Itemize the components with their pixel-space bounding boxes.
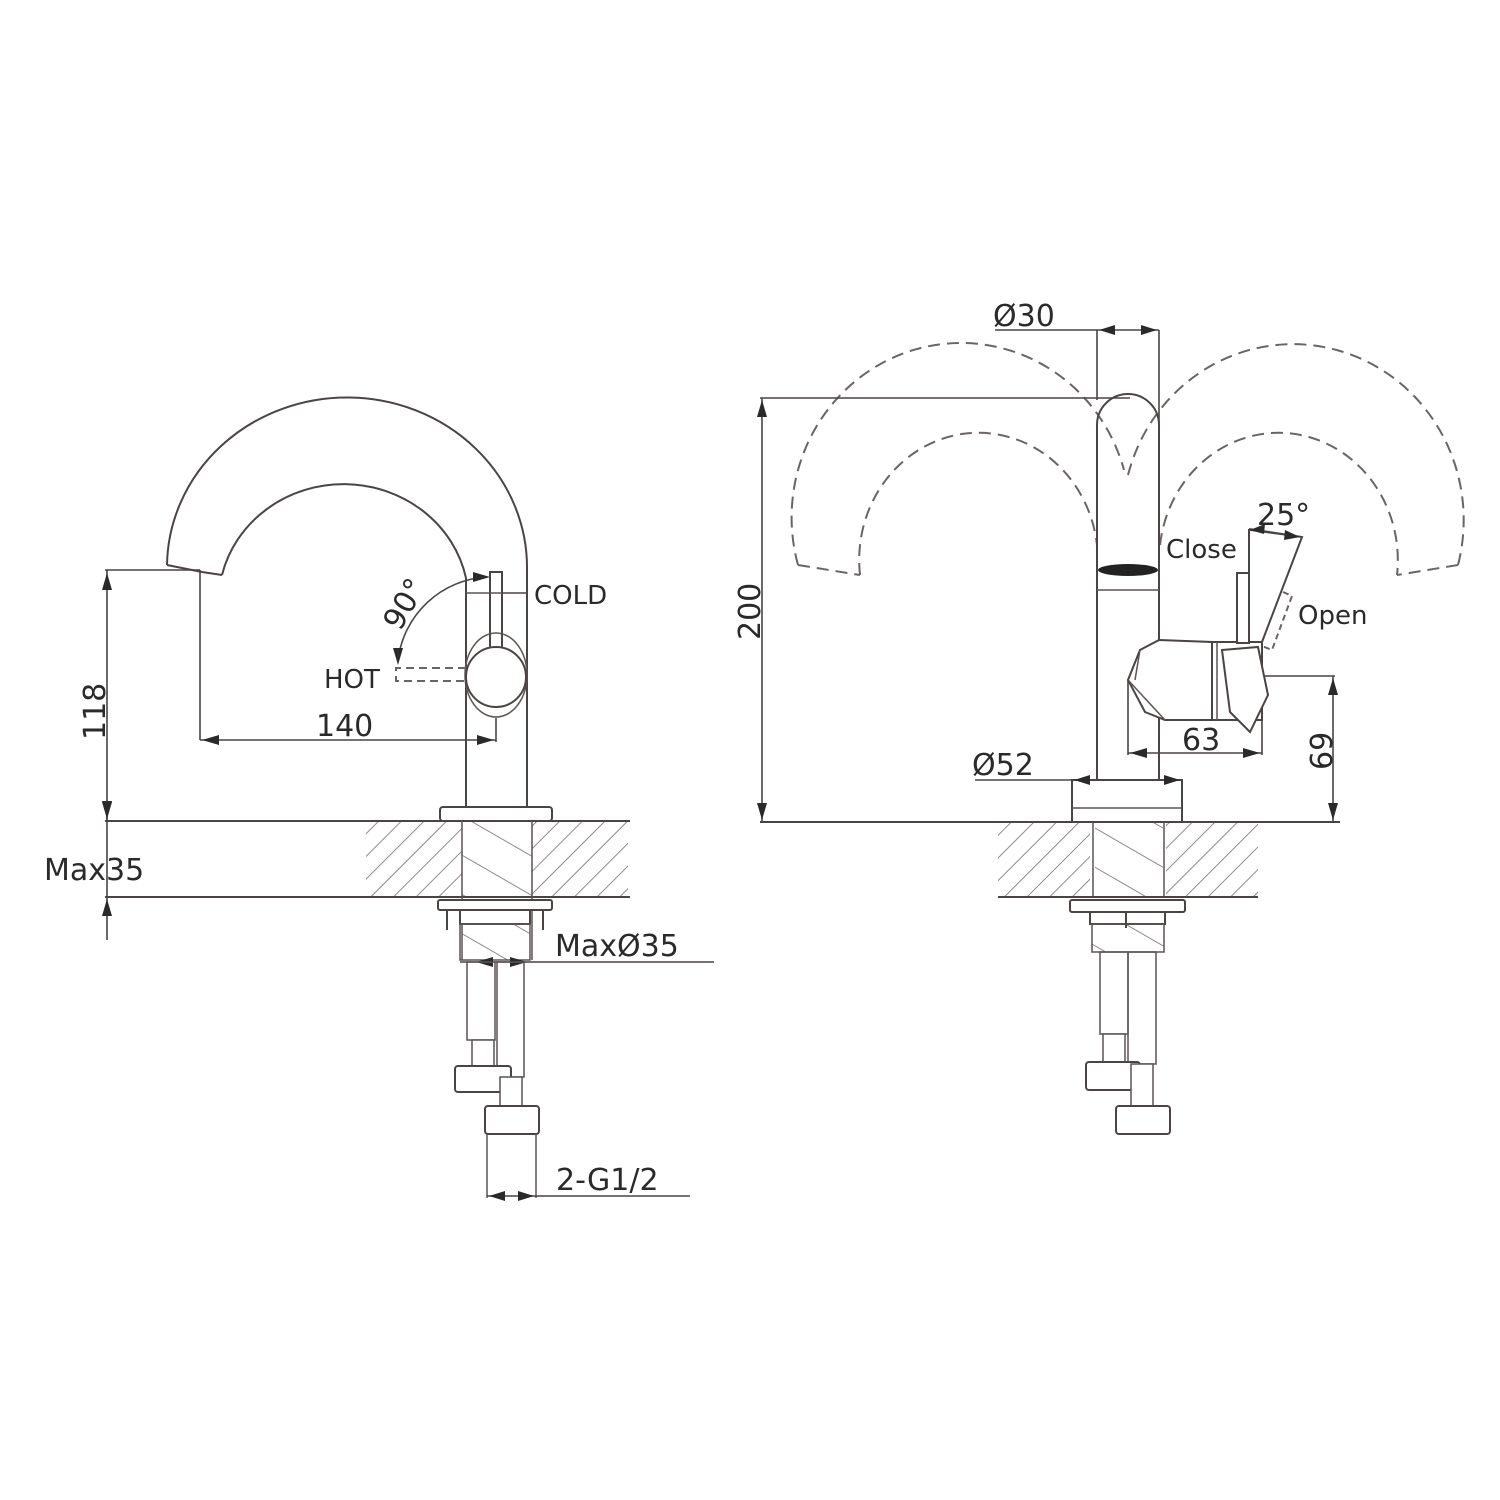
handle-lever-closed (1236, 529, 1250, 644)
label-25-degrees: 25° (1257, 498, 1310, 533)
spout-outline (166, 396, 529, 579)
handle-housing (1126, 638, 1270, 734)
dim-g12-text: 2-G1/2 (556, 1163, 659, 1198)
handle-lever-open (1248, 528, 1304, 652)
dim-max35-text: Max35 (44, 853, 144, 888)
spout-swivel-right (1127, 343, 1465, 576)
fixing-assembly (437, 899, 553, 961)
dim-d30-text: Ø30 (993, 299, 1055, 334)
side-view: COLD HOT 90° 118 140 (44, 396, 714, 1201)
front-braided-hoses (1085, 951, 1171, 1135)
spout-swivel-left (790, 342, 1125, 576)
dim-d52-text: Ø52 (972, 748, 1034, 783)
hot-position-outline (395, 667, 466, 682)
dim-reach-140: 140 (200, 709, 497, 745)
front-fixing-assembly (1069, 899, 1186, 953)
lever-handle (464, 571, 528, 718)
dim-height-118: 118 (78, 569, 201, 820)
label-cold: COLD (534, 581, 607, 611)
label-hot: HOT (324, 665, 380, 695)
dim-handle-height: 69 (1265, 675, 1340, 822)
dim-body-diameter: Ø30 (993, 299, 1160, 425)
deck-section (105, 820, 630, 960)
dim-base-diameter: Ø52 (972, 748, 1182, 785)
braided-hoses (454, 961, 540, 1198)
dim-200-text: 200 (733, 583, 768, 640)
dim-handle-reach: 63 (1127, 680, 1263, 758)
dim-63-text: 63 (1182, 723, 1220, 758)
dim-140-text: 140 (316, 709, 373, 744)
dim-total-height: 200 (733, 397, 1130, 822)
dim-maxd35-text: MaxØ35 (555, 929, 679, 964)
label-close: Close (1166, 535, 1237, 565)
rotation-arc (393, 572, 490, 665)
dim-69-text: 69 (1305, 732, 1340, 770)
label-open: Open (1298, 601, 1367, 631)
tap-body (439, 570, 553, 822)
front-deck-section (760, 821, 1340, 898)
dim-hole-diameter: MaxØ35 (460, 929, 714, 967)
front-view: Ø30 200 (733, 299, 1465, 1135)
dim-connection: 2-G1/2 (487, 1163, 690, 1201)
front-base (1071, 779, 1183, 823)
dim-angle: 25° (1248, 498, 1310, 540)
dim-118-text: 118 (78, 683, 113, 740)
dim-deck-thickness: Max35 (44, 800, 144, 940)
label-rotation-90: 90° (377, 572, 434, 636)
